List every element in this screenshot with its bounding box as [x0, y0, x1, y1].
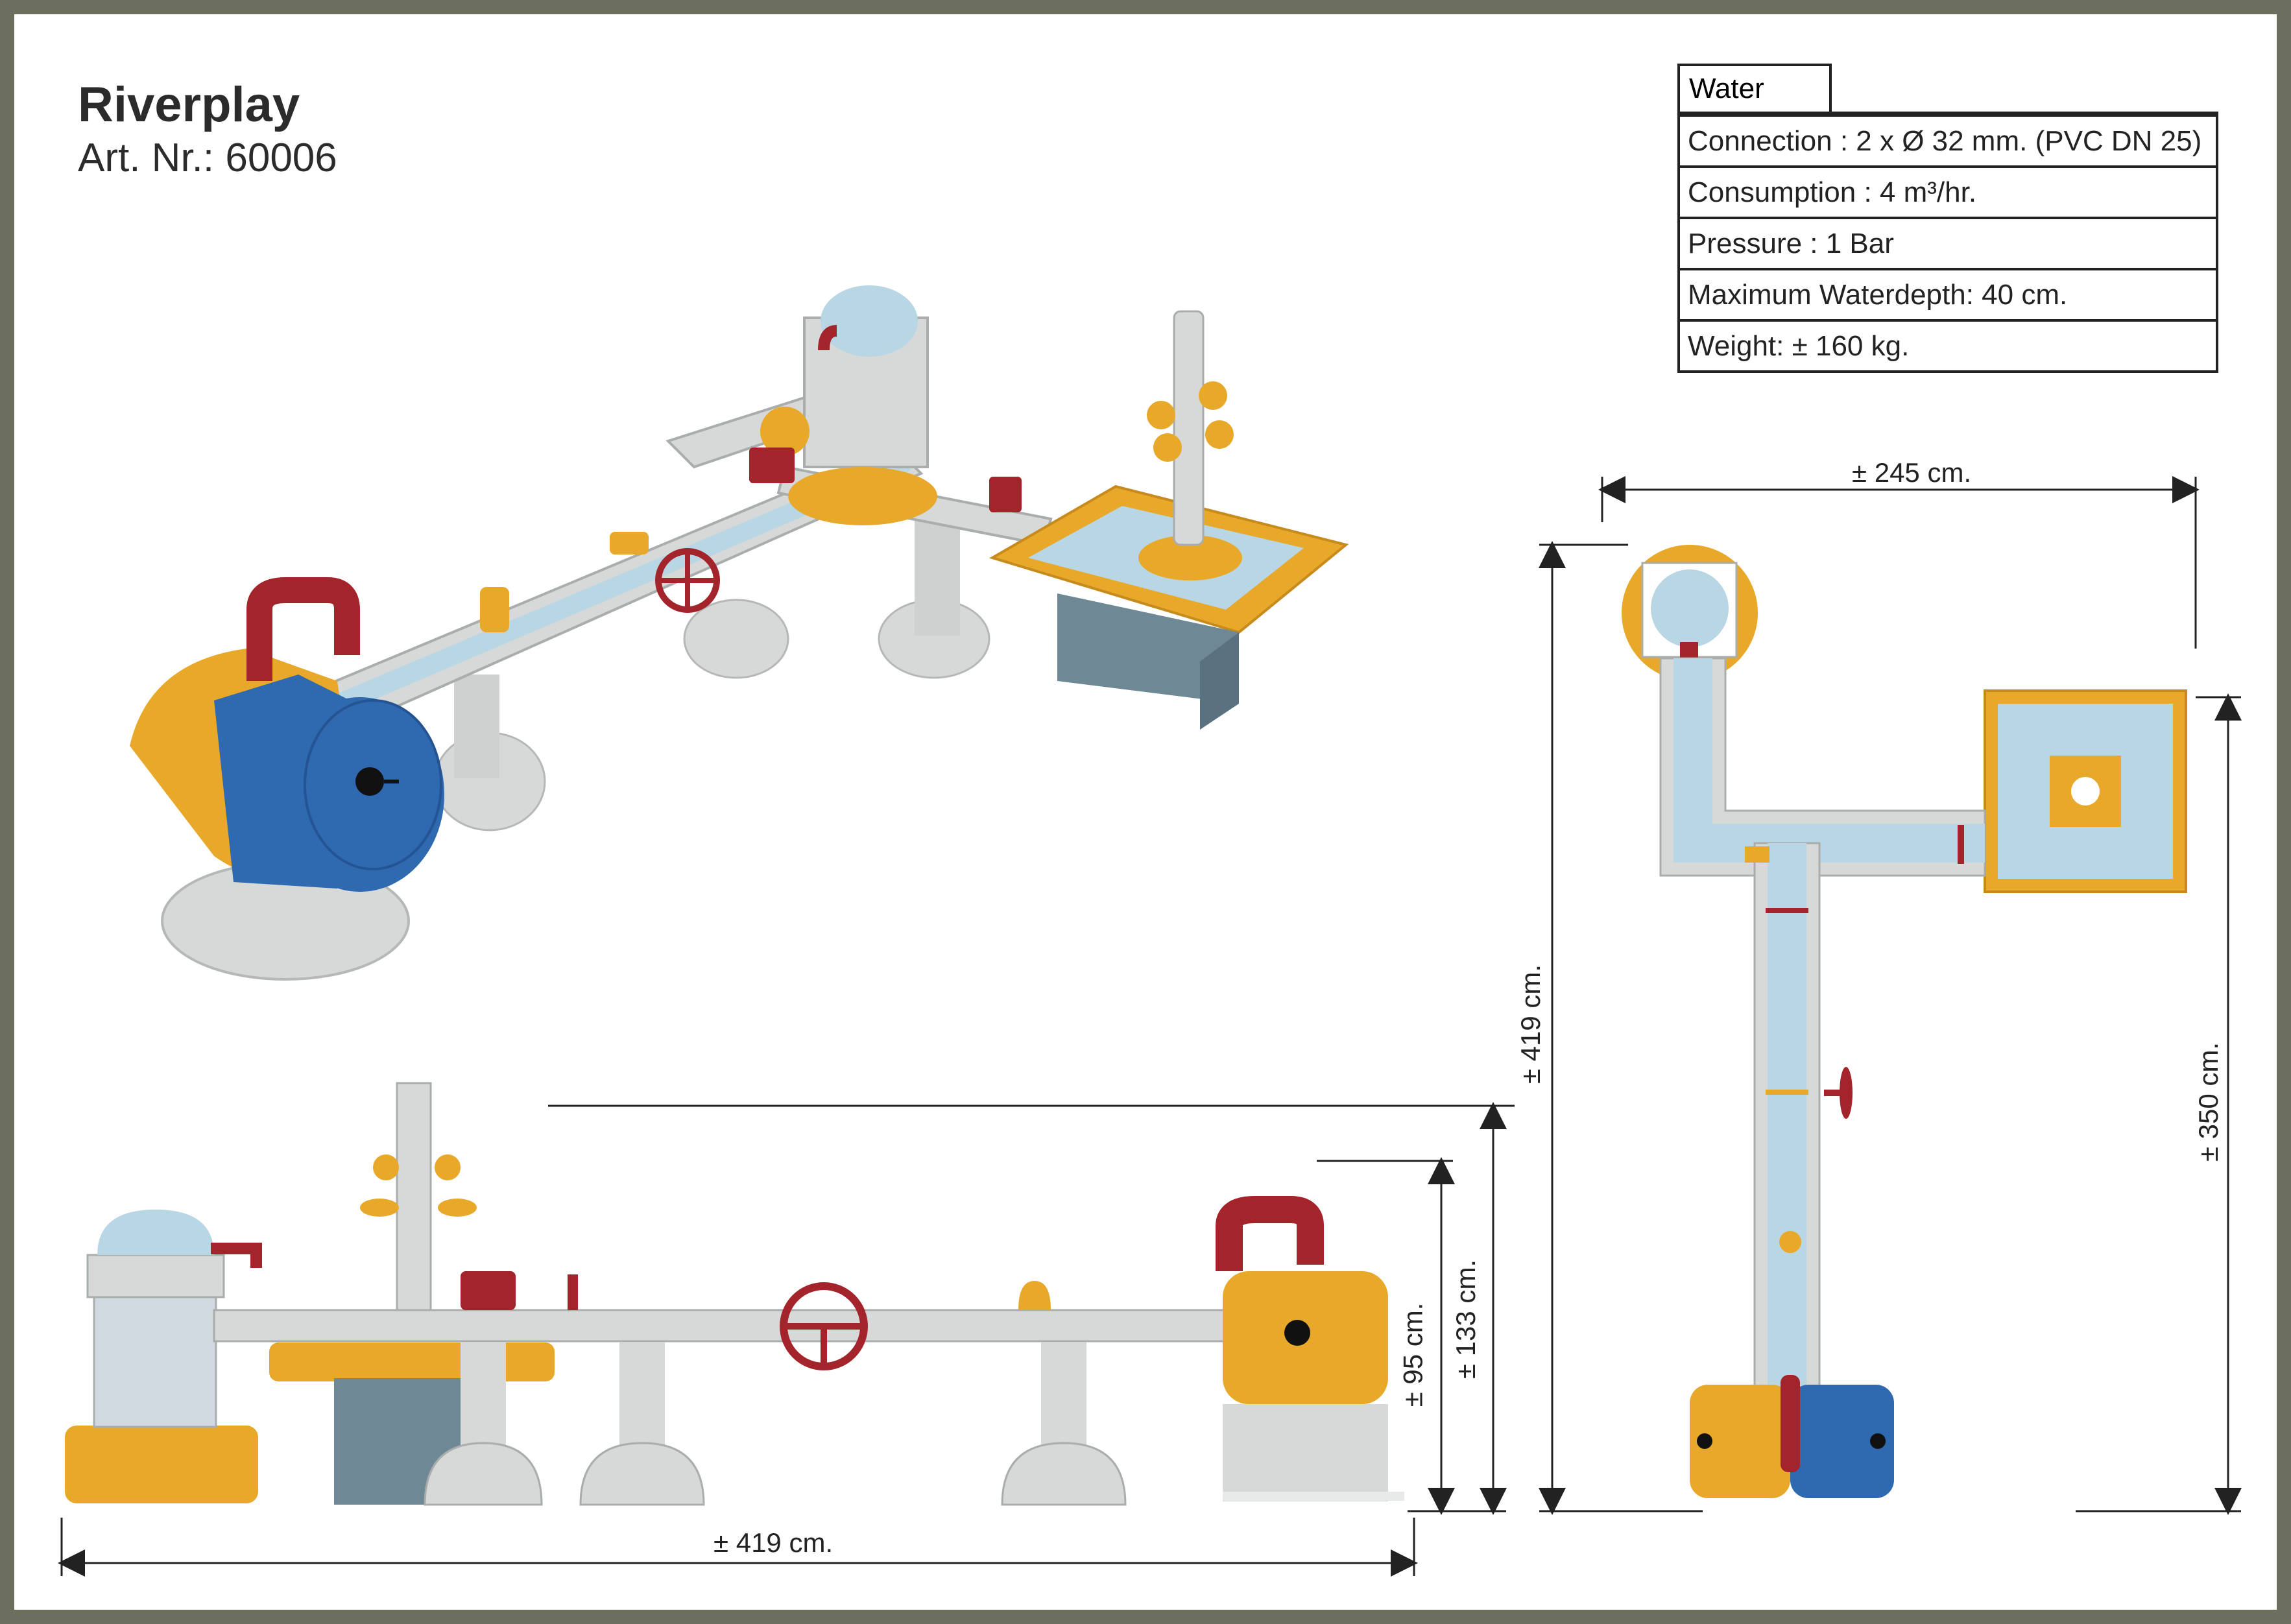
dim-side-height-low: ± 95 cm. — [1397, 1302, 1428, 1407]
water-spec-table: Water Connection : 2 x Ø 32 mm. (PVC DN … — [1677, 64, 2218, 373]
dim-top-height-right: ± 350 cm. — [2193, 1042, 2224, 1162]
side-view — [65, 1082, 1515, 1506]
spec-row-weight: Weight: ± 160 kg. — [1680, 319, 2216, 370]
dim-side-height-high: ± 133 cm. — [1450, 1259, 1481, 1379]
dim-side-length: ± 419 cm. — [714, 1527, 834, 1558]
spec-row-consumption: Consumption : 4 m³/hr. — [1680, 165, 2216, 217]
spec-heading: Water — [1677, 64, 1832, 112]
spec-row-waterdepth: Maximum Waterdepth: 40 cm. — [1680, 268, 2216, 319]
spec-row-connection: Connection : 2 x Ø 32 mm. (PVC DN 25) — [1680, 114, 2216, 165]
perspective-view — [130, 285, 1349, 981]
dim-top-width: ± 245 cm. — [1852, 457, 1972, 488]
spec-row-pressure: Pressure : 1 Bar — [1680, 217, 2216, 268]
dim-top-height-total: ± 419 cm. — [1515, 964, 1546, 1084]
product-title: Riverplay — [78, 77, 300, 132]
top-view — [1622, 545, 2187, 1498]
dimension-lines — [58, 476, 2242, 1577]
article-number: Art. Nr.: 60006 — [78, 136, 337, 180]
